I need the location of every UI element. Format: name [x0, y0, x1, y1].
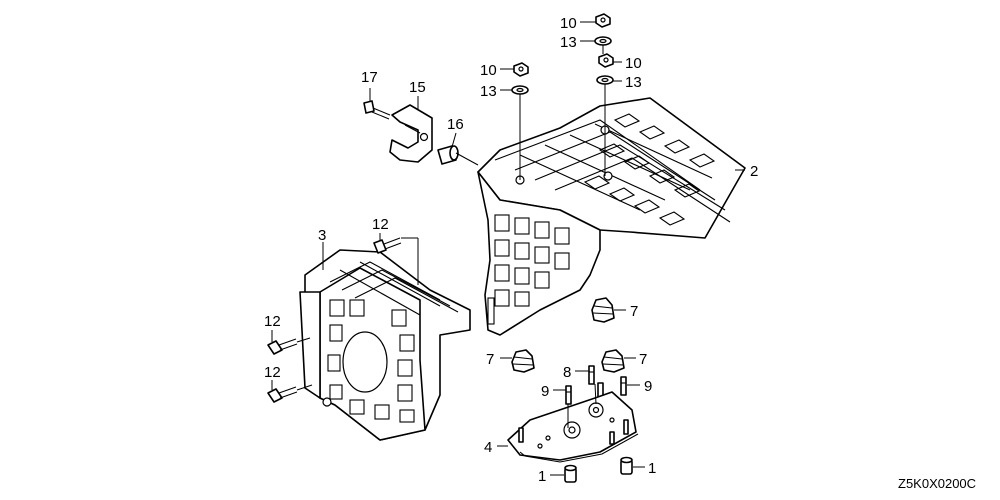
diagram-code: Z5K0X0200C	[898, 476, 976, 491]
part-15-bracket	[389, 104, 433, 163]
stud-9-b	[620, 376, 627, 396]
washer-13-a	[511, 85, 529, 95]
nut-10-c	[598, 53, 614, 68]
callout-9-right: 9	[644, 378, 652, 395]
part-3-housing	[299, 249, 471, 441]
callout-13-left: 13	[480, 83, 497, 100]
part-4-plate	[507, 391, 639, 463]
nut-10-b	[595, 13, 611, 28]
callout-13-top: 13	[560, 34, 577, 51]
leader-lines	[271, 21, 745, 476]
callout-1-right: 1	[648, 460, 656, 477]
callout-10-left: 10	[480, 62, 497, 79]
housing-grid	[327, 299, 415, 423]
callout-10-right: 10	[625, 55, 642, 72]
callout-12-top: 12	[372, 216, 389, 233]
bolt-12-b	[267, 338, 298, 355]
callout-15: 15	[409, 79, 426, 96]
callout-13-right: 13	[625, 74, 642, 91]
stud-8	[588, 365, 595, 385]
callout-2: 2	[750, 163, 758, 180]
callout-12-bottom: 12	[264, 364, 281, 381]
callout-8: 8	[563, 364, 571, 381]
callout-17: 17	[361, 69, 378, 86]
spacer-1-a	[564, 464, 577, 483]
washer-13-b	[594, 36, 612, 46]
callout-7-left: 7	[486, 351, 494, 368]
callout-7-right: 7	[630, 303, 638, 320]
callout-7-lower-right: 7	[639, 351, 647, 368]
side-grid	[487, 214, 570, 325]
nut-10-a	[513, 62, 529, 77]
part-16-collar	[437, 145, 459, 165]
bolt-12-a	[373, 237, 402, 254]
mount-7-c	[601, 349, 625, 373]
part-17-bolt	[363, 100, 391, 120]
washer-13-c	[596, 75, 614, 85]
callout-16: 16	[447, 116, 464, 133]
callout-12-mid: 12	[264, 313, 281, 330]
callout-10-top: 10	[560, 15, 577, 32]
part-2-frame	[477, 97, 746, 336]
mount-7-b	[511, 349, 535, 373]
callout-9-left: 9	[541, 383, 549, 400]
callout-labels: 10 13 10 13 10 13 17 15 16 2 3 12 12 12 …	[264, 15, 758, 485]
callout-1-left: 1	[538, 468, 546, 485]
callout-3: 3	[318, 227, 326, 244]
bolt-12-c	[267, 386, 298, 403]
spacer-1-b	[620, 456, 633, 475]
mount-7-a	[591, 297, 615, 323]
callout-4: 4	[484, 439, 492, 456]
stud-9-a	[565, 385, 572, 405]
deck-grid	[583, 113, 716, 226]
